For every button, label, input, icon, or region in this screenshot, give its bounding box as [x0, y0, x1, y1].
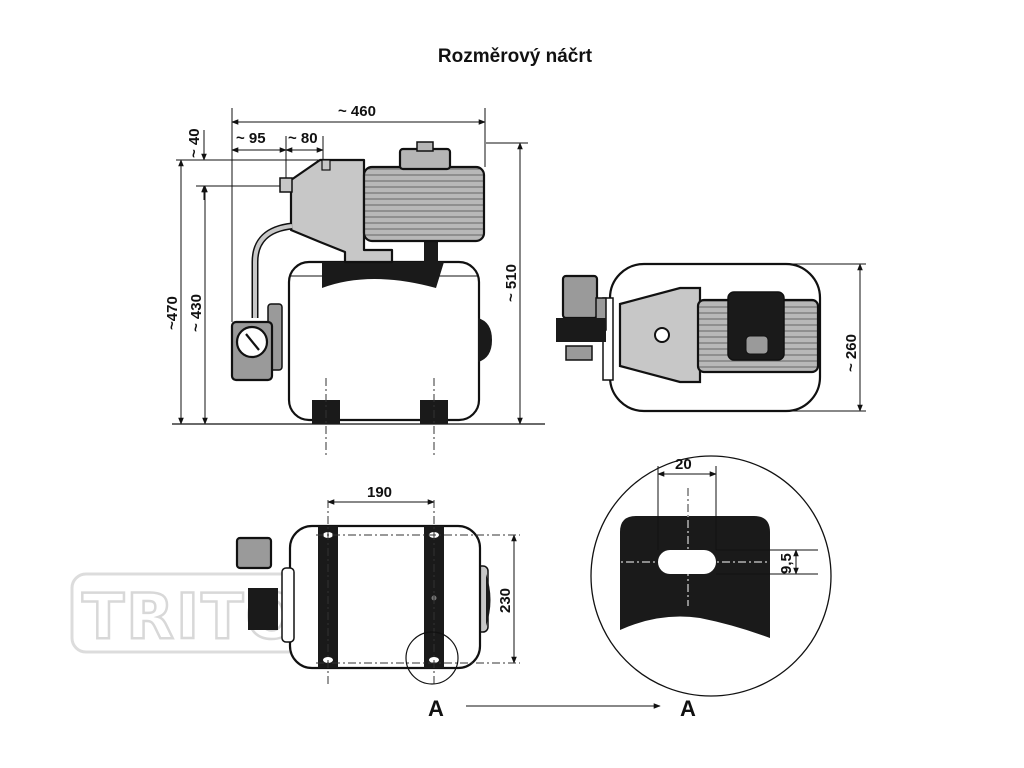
- dim-inlet-offset: ~ 95: [236, 130, 266, 147]
- dim-foot-spacing: 190: [367, 484, 392, 501]
- dim-inlet-spacing: ~ 80: [288, 130, 318, 147]
- side-view: ~ 260: [556, 262, 866, 413]
- dim-height-430: ~ 430: [188, 294, 205, 332]
- section-label-to: A: [680, 696, 696, 721]
- front-view: ~ 460 ~ 95 ~ 80 ~ 40 ~470 ~ 430 ~ 510: [164, 103, 545, 458]
- page-title: Rozměrový náčrt: [437, 46, 593, 67]
- dim-top-offset: ~ 40: [186, 128, 203, 158]
- dim-height-total: ~ 510: [503, 264, 520, 302]
- detail-a-view: 20 9,5: [590, 455, 832, 697]
- section-indicator: A A: [428, 696, 696, 721]
- section-label-from: A: [428, 696, 444, 721]
- bottom-view: 190 230: [235, 484, 520, 685]
- dim-depth-260: ~ 260: [843, 334, 860, 372]
- dim-height-470: ~470: [164, 296, 181, 330]
- dim-slot-width: 20: [675, 456, 692, 473]
- dim-foot-width: 230: [497, 588, 514, 613]
- dim-width-total: ~ 460: [338, 103, 376, 120]
- dim-slot-height: 9,5: [778, 553, 795, 574]
